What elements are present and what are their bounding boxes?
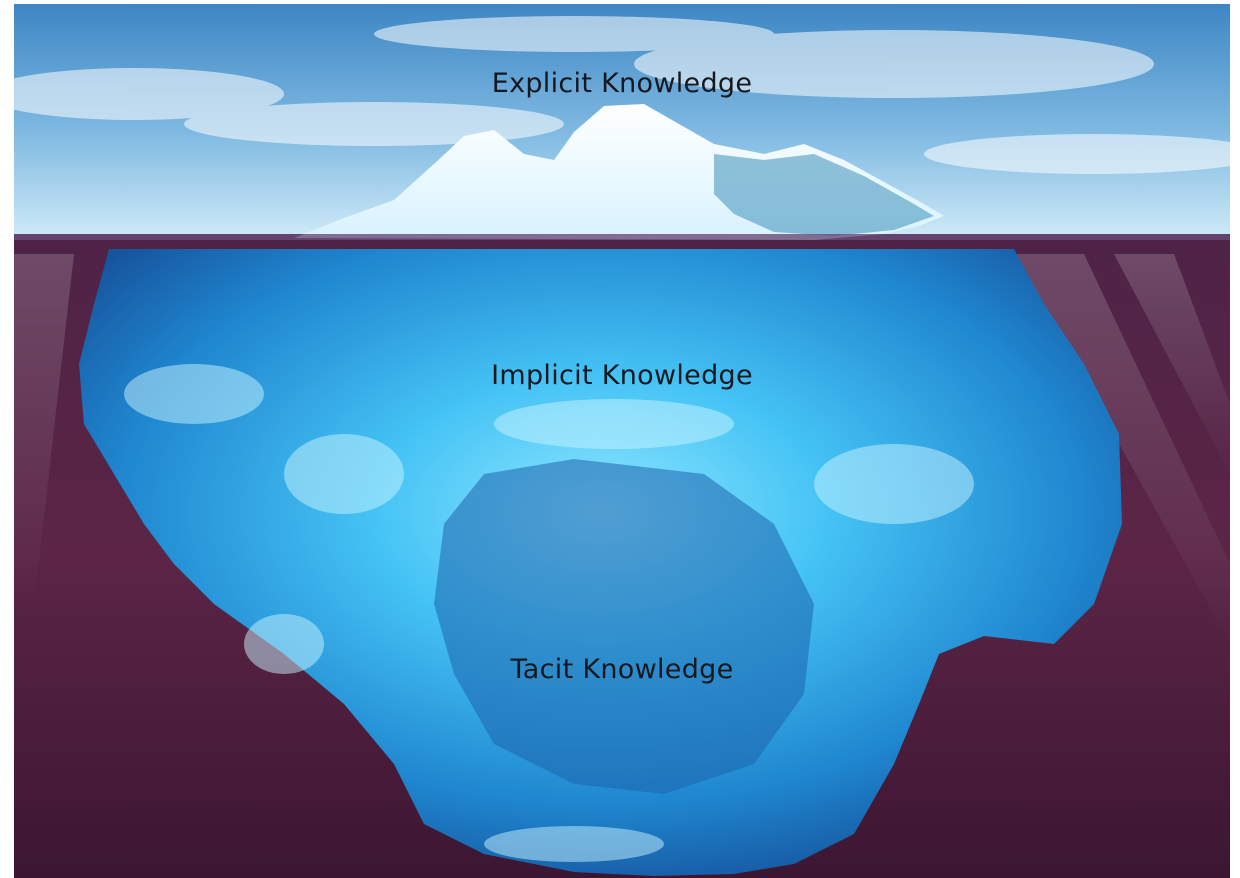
iceberg-illustration: Explicit Knowledge Implicit Knowledge Ta… [14, 4, 1230, 878]
iceberg-scene [14, 4, 1230, 878]
implicit-knowledge-label: Implicit Knowledge [491, 360, 753, 391]
ice-highlights [124, 364, 974, 862]
ice-shadow [434, 459, 814, 794]
tacit-knowledge-label: Tacit Knowledge [510, 654, 734, 685]
iceberg-tip-shade [714, 154, 934, 236]
waterline [14, 234, 1230, 240]
explicit-knowledge-label: Explicit Knowledge [491, 68, 753, 99]
